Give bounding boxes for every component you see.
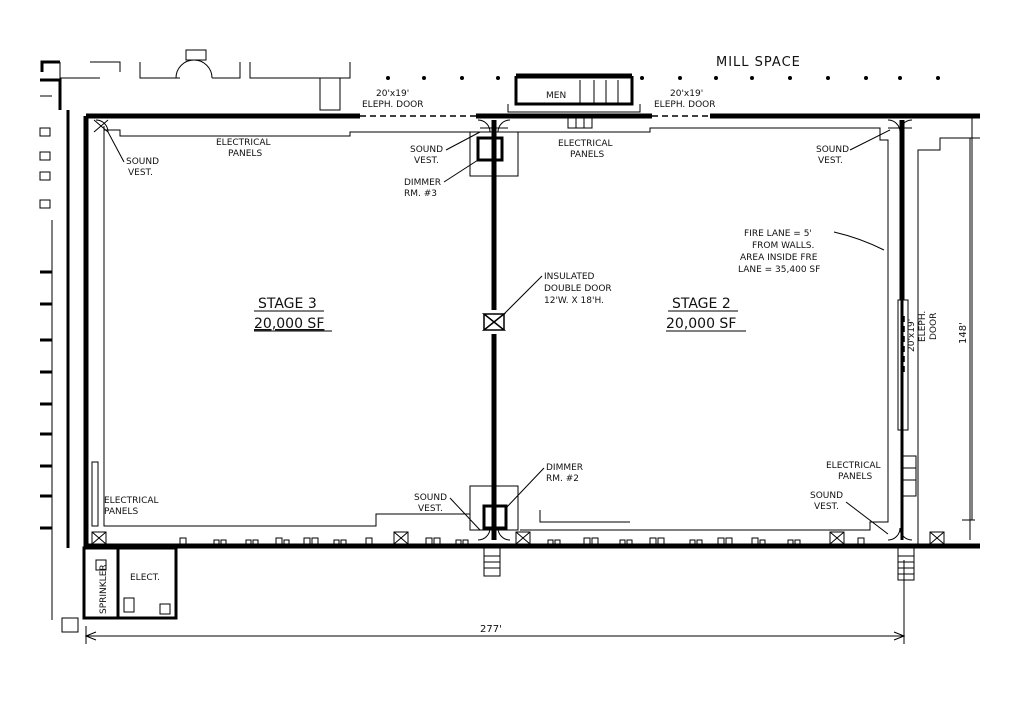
men-restroom: [507, 73, 641, 113]
sound-vest-bottomcenter-leader: [449, 497, 481, 531]
eleph-door-east-size: 20'x19': [907, 319, 917, 352]
sound-vest-topleft-leader: [107, 131, 125, 163]
sound-vest-bottomright-leader: [845, 501, 889, 535]
electrical-panels-top-left-2: PANELS: [228, 149, 262, 159]
electrical-panels-right-2: PANELS: [838, 472, 872, 482]
men-label: MEN: [546, 91, 566, 101]
sprinkler-label: SPRINKLER: [99, 564, 109, 614]
exit-stairs-center[interactable]: [483, 547, 501, 577]
electrical-panels-left-2: PANELS: [104, 507, 138, 517]
fire-lane-label-4: LANE = 35,400 SF: [738, 265, 820, 275]
sound-vest-topright-leader: [849, 129, 891, 151]
dimension-height-label: 148': [958, 322, 969, 344]
insulated-door-leader: [503, 275, 543, 315]
electrical-panels-top-left-1: ELECTRICAL: [216, 138, 271, 148]
sound-vest-topcenter-leader: [445, 131, 481, 151]
dimmer-room-3: [476, 136, 504, 162]
sound-vest-topleft[interactable]: [93, 119, 109, 133]
east-wall: [897, 117, 980, 546]
outer-wall: [66, 110, 980, 549]
west-wall-ticks: [40, 220, 53, 620]
sound-vest-bottomcenter-1: SOUND: [414, 493, 447, 503]
sound-vest-topright-1: SOUND: [816, 145, 849, 155]
dimmer-2-label-2: RM. #2: [546, 474, 579, 484]
dimmer-room-3-boundary: [469, 131, 519, 177]
sound-vest-bottomright[interactable]: [887, 527, 913, 541]
fire-lane-label-1: FIRE LANE = 5': [744, 229, 812, 239]
dimmer-room-2: [482, 504, 508, 530]
dimmer-2-label-1: DIMMER: [546, 463, 583, 473]
top-left-structures: [39, 49, 351, 209]
eleph-door-east-label-1: ELEPH.: [918, 311, 928, 342]
electrical-panels-top-center-2: PANELS: [570, 150, 604, 160]
sound-vest-topleft-2: VEST.: [128, 168, 153, 178]
sound-vest-bottomcenter[interactable]: [477, 527, 511, 541]
dimension-width-label: 277': [480, 624, 502, 635]
sound-vest-topright-2: VEST.: [818, 156, 843, 166]
eleph-door-left-label: ELEPH. DOOR: [362, 100, 424, 110]
elect-room-label: ELECT.: [130, 573, 160, 583]
sound-vest-topcenter-2: VEST.: [414, 156, 439, 166]
sound-vest-topcenter[interactable]: [477, 119, 511, 133]
mill-space-columns: [386, 76, 940, 80]
fire-lane-label-3: AREA INSIDE FRE: [740, 253, 818, 263]
stage2-title: STAGE 2: [672, 296, 731, 312]
sound-vest-bottomright-2: VEST.: [814, 502, 839, 512]
fire-lane-leader: [833, 231, 885, 251]
mill-space-label: MILL SPACE: [716, 55, 801, 70]
eleph-door-left-size: 20'x19': [376, 89, 409, 99]
dimmer-3-leader: [443, 159, 479, 183]
dimmer-room-2-boundary: [469, 485, 519, 531]
fire-lane-label-2: FROM WALLS.: [752, 241, 814, 251]
eleph-door-right-label: ELEPH. DOOR: [654, 100, 716, 110]
sound-vest-topleft-1: SOUND: [126, 157, 159, 167]
eleph-door-east-label-2: DOOR: [929, 313, 939, 340]
sound-vest-topcenter-1: SOUND: [410, 145, 443, 155]
electrical-panels-left-1: ELECTRICAL: [104, 496, 159, 506]
south-wall-fixtures: [91, 531, 945, 547]
stage3-area: 20,000 SF: [254, 316, 324, 332]
dimension-width: [84, 560, 906, 644]
service-rooms: [61, 546, 178, 633]
electrical-panels-right-1: ELECTRICAL: [826, 461, 881, 471]
electrical-panels-top-center-1: ELECTRICAL: [558, 139, 613, 149]
dimmer-3-label-2: RM. #3: [404, 189, 437, 199]
dimmer-3-label-1: DIMMER: [404, 178, 441, 188]
eleph-door-right-size: 20'x19': [670, 89, 703, 99]
insulated-door-label-3: 12'W. X 18'H.: [544, 296, 604, 306]
sound-vest-bottomcenter-2: VEST.: [418, 504, 443, 514]
exit-stairs-right[interactable]: [897, 547, 915, 581]
insulated-door-label-2: DOUBLE DOOR: [544, 284, 612, 294]
sound-vest-bottomright-1: SOUND: [810, 491, 843, 501]
dimmer-2-leader: [505, 467, 545, 509]
insulated-double-door[interactable]: [481, 313, 507, 331]
stage2-area: 20,000 SF: [666, 316, 736, 332]
stage3-title: STAGE 3: [258, 296, 317, 312]
insulated-door-label-1: INSULATED: [544, 272, 595, 282]
